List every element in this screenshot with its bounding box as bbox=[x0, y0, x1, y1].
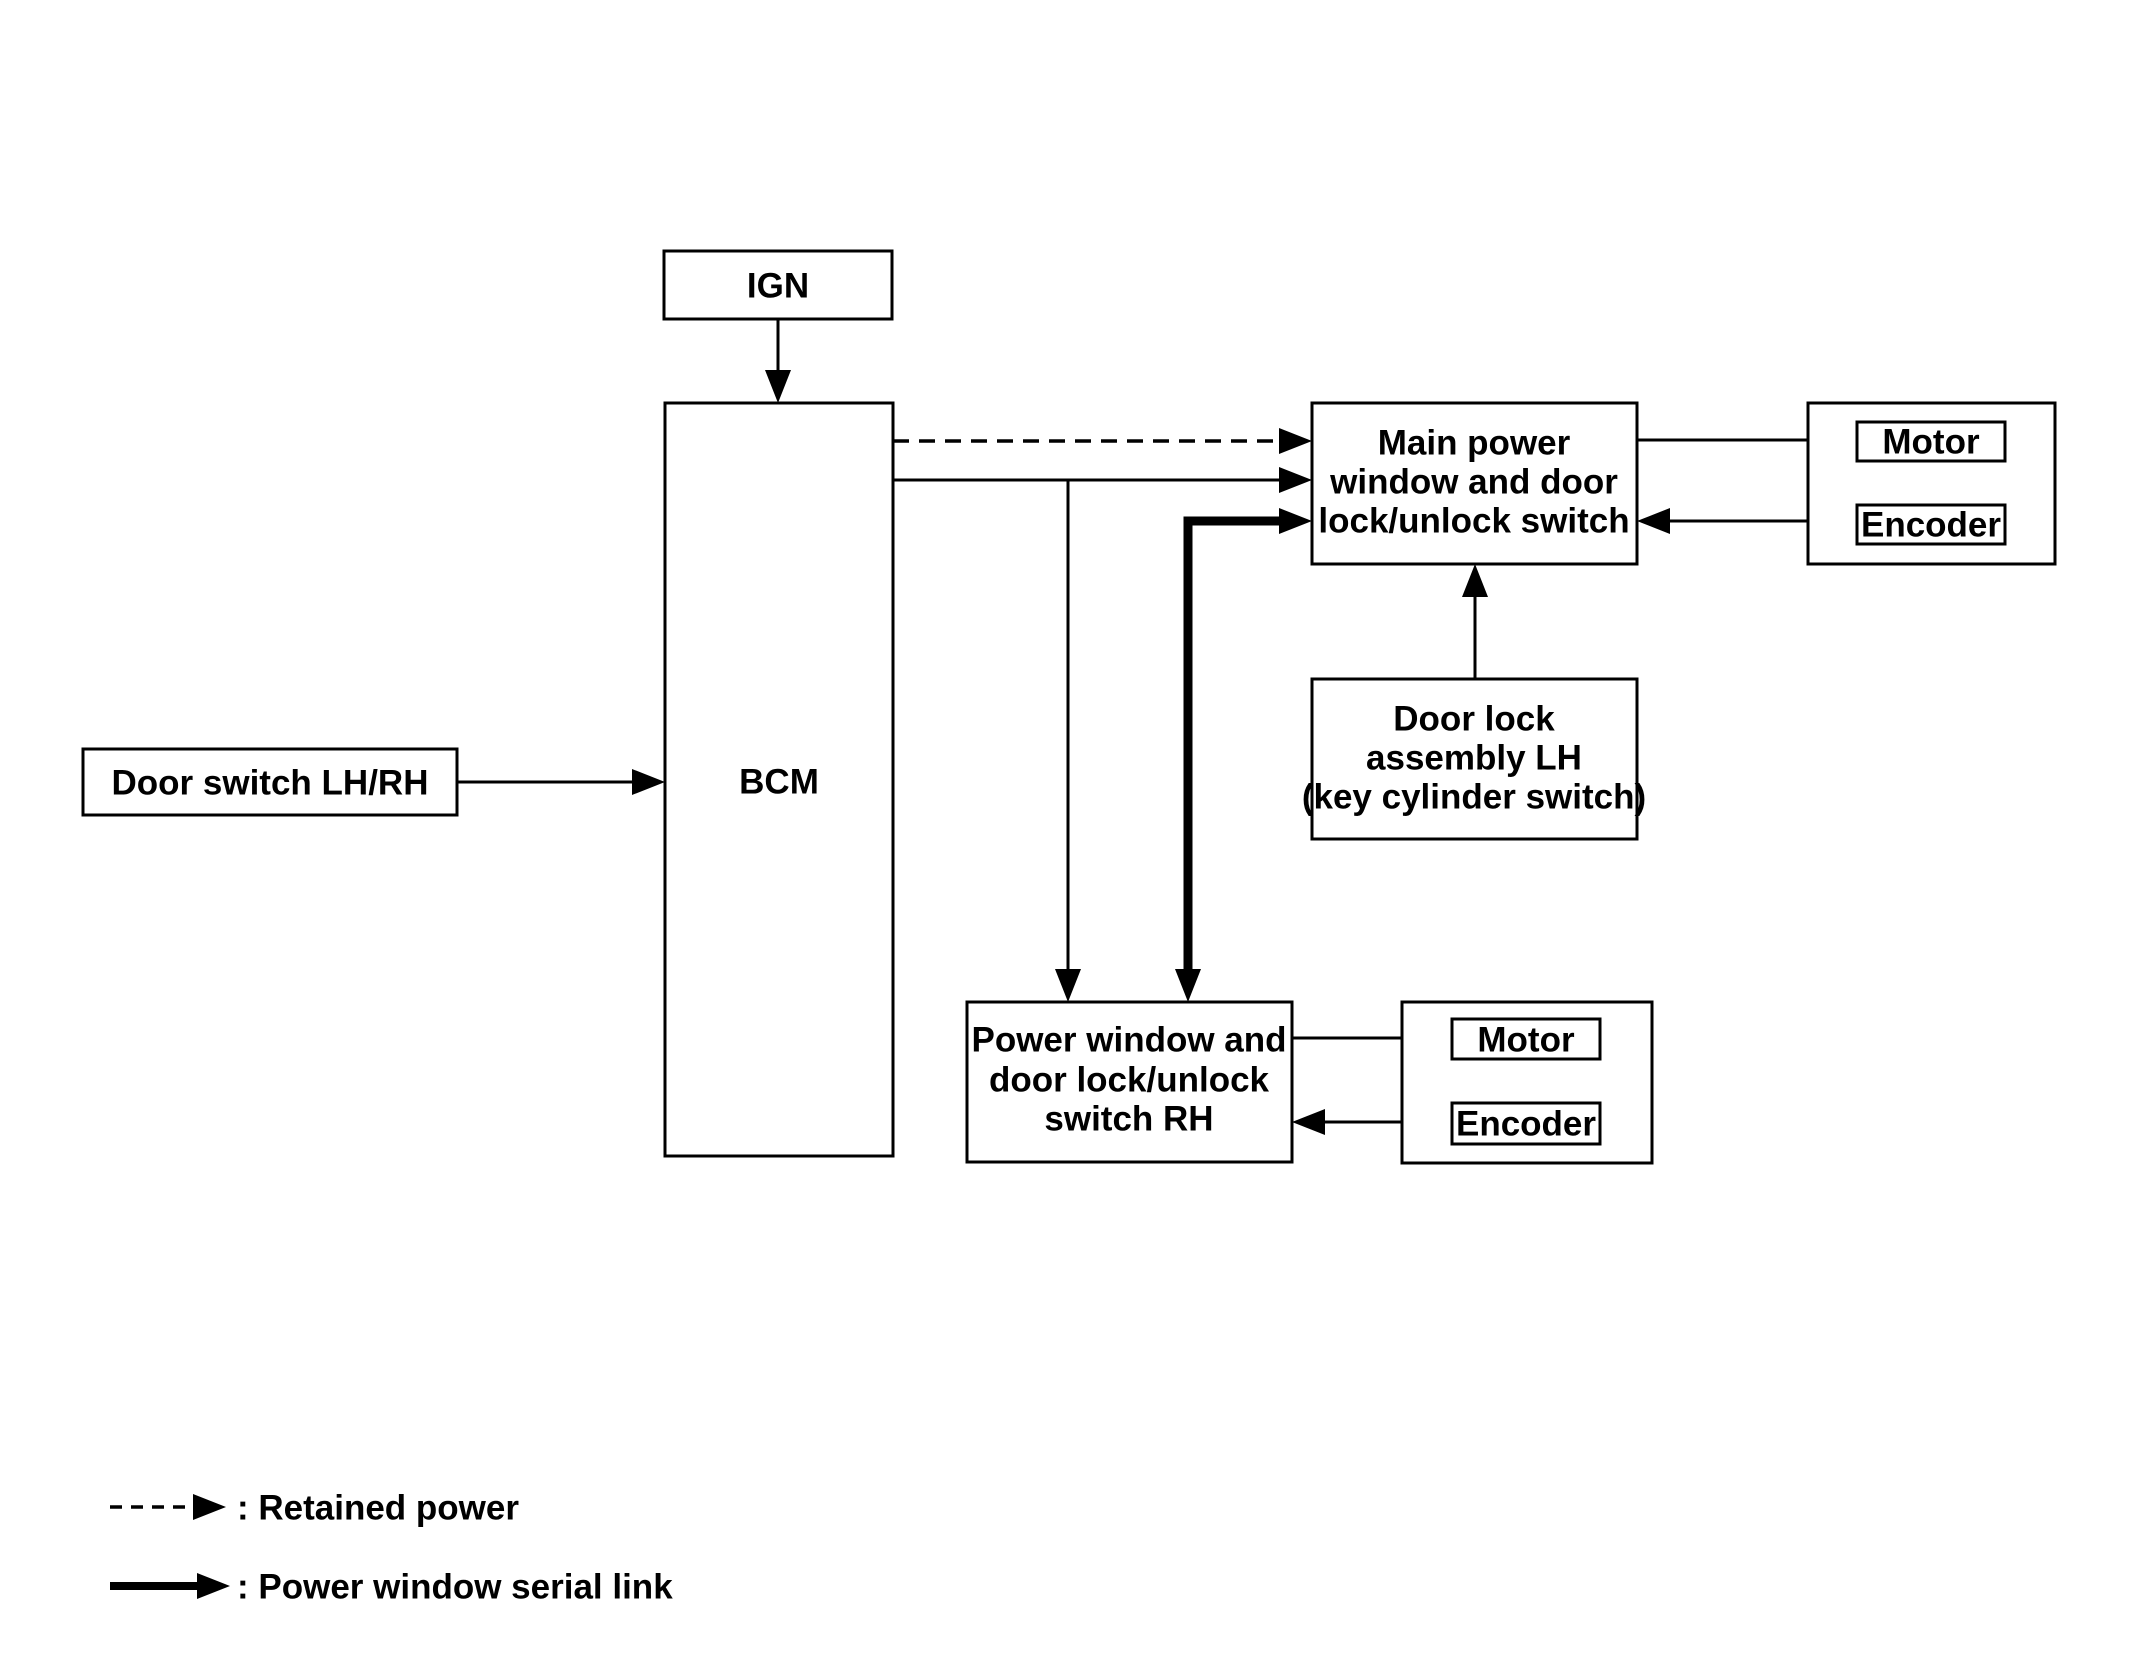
legend-retained-power: : Retained power bbox=[110, 1489, 519, 1528]
arrowhead-right-icon bbox=[1279, 428, 1312, 454]
door-lock-label-line1: Door lock bbox=[1393, 700, 1555, 739]
motor-lh-label: Motor bbox=[1882, 423, 1980, 462]
node-motor-rh: Motor bbox=[1450, 1017, 1602, 1061]
motor-rh-label: Motor bbox=[1477, 1021, 1575, 1060]
arrowhead-down-icon bbox=[765, 370, 791, 403]
node-ign-label: IGN bbox=[747, 267, 809, 306]
legend: : Retained power : Power window serial l… bbox=[110, 1489, 673, 1607]
main-switch-label-line3: lock/unlock switch bbox=[1318, 502, 1629, 541]
wire-power-window-serial-link bbox=[1175, 508, 1312, 1002]
arrowhead-up-icon bbox=[1462, 564, 1488, 597]
legend-serial-link-label: : Power window serial link bbox=[237, 1568, 673, 1607]
arrowhead-down-icon bbox=[1175, 969, 1201, 1002]
legend-retained-power-label: : Retained power bbox=[237, 1489, 519, 1528]
node-bcm-label: BCM bbox=[739, 763, 819, 802]
wire-ign-to-bcm bbox=[765, 319, 791, 403]
main-switch-label-line2: window and door bbox=[1329, 463, 1618, 502]
node-door-switch-label: Door switch LH/RH bbox=[112, 764, 429, 803]
rh-switch-label-line2: door lock/unlock bbox=[989, 1061, 1270, 1100]
arrowhead-down-icon bbox=[1055, 969, 1081, 1002]
wire-door-switch-to-bcm bbox=[457, 769, 665, 795]
main-switch-label-line1: Main power bbox=[1378, 424, 1571, 463]
node-door-lock-assembly: Door lock assembly LH (key cylinder swit… bbox=[1302, 677, 1646, 841]
legend-thick-arrowhead-icon bbox=[197, 1573, 230, 1599]
node-bcm: BCM bbox=[663, 401, 895, 1158]
node-encoder-rh: Encoder bbox=[1450, 1101, 1602, 1146]
encoder-lh-label: Encoder bbox=[1861, 506, 2001, 545]
arrowhead-right-icon bbox=[632, 769, 665, 795]
encoder-rh-label: Encoder bbox=[1456, 1105, 1596, 1144]
node-door-switch: Door switch LH/RH bbox=[81, 747, 459, 817]
door-lock-label-line3: (key cylinder switch) bbox=[1302, 778, 1646, 817]
wire-retained-power-bcm-to-main bbox=[893, 428, 1312, 454]
rh-switch-label-line3: switch RH bbox=[1044, 1100, 1213, 1139]
rh-switch-label-line1: Power window and bbox=[971, 1021, 1286, 1060]
legend-serial-link: : Power window serial link bbox=[110, 1568, 673, 1607]
node-motor-lh: Motor bbox=[1855, 420, 2007, 463]
door-lock-label-line2: assembly LH bbox=[1366, 739, 1582, 778]
group-front-rh-door: Motor Encoder bbox=[1400, 1000, 1654, 1165]
wire-door-lock-to-main-switch bbox=[1462, 564, 1488, 679]
arrowhead-right-icon bbox=[1279, 467, 1312, 493]
arrowhead-left-icon bbox=[1637, 508, 1670, 534]
group-front-lh-door: Motor Encoder bbox=[1806, 401, 2057, 566]
wire-bcm-to-main-switch bbox=[893, 467, 1312, 1002]
arrowhead-left-icon bbox=[1292, 1109, 1325, 1135]
node-ign: IGN bbox=[662, 249, 894, 321]
node-main-power-window-switch: Main power window and door lock/unlock s… bbox=[1310, 401, 1639, 566]
arrowhead-right-icon bbox=[1279, 508, 1312, 534]
node-rh-switch: Power window and door lock/unlock switch… bbox=[965, 1000, 1294, 1164]
legend-dashed-arrowhead-icon bbox=[193, 1494, 226, 1520]
node-encoder-lh: Encoder bbox=[1855, 503, 2007, 546]
